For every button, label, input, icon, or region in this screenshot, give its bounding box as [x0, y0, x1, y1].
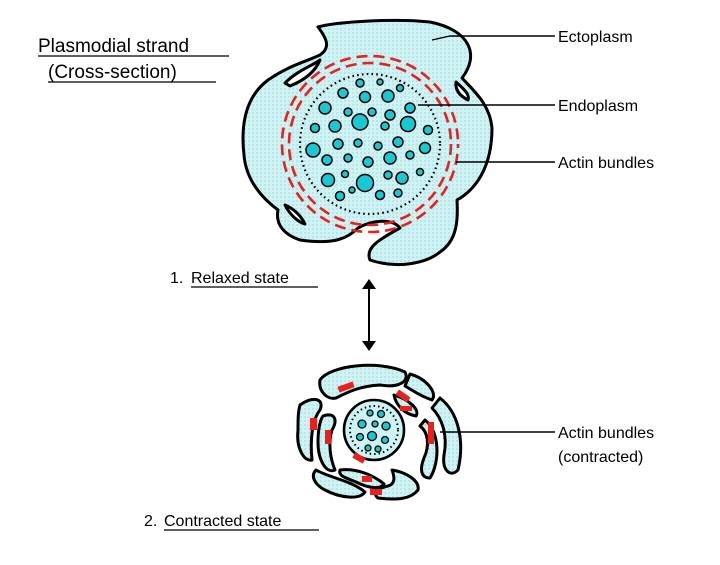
- leader-ectoplasm: [431, 35, 555, 41]
- label-actin-contracted-2: (contracted): [558, 449, 643, 466]
- relaxed-notch-bottom-left: [283, 203, 307, 226]
- relaxed-ectoplasm-shape: [241, 18, 494, 267]
- contracted-state-text: Contracted state: [164, 513, 282, 530]
- arrow-head-down: [362, 341, 376, 351]
- relaxed-state-label: 1. Relaxed state: [170, 270, 318, 288]
- transition-arrow: [362, 279, 376, 351]
- contracted-endoplasm-granules: [355, 409, 391, 453]
- relaxed-state-number: 1.: [170, 270, 183, 287]
- contracted-endoplasm-boundary: [349, 405, 399, 455]
- label-ectoplasm: Ectoplasm: [558, 29, 633, 46]
- contracted-actin-bundles: [310, 381, 434, 495]
- arrow-head-up: [362, 279, 376, 289]
- relaxed-leaders: [418, 35, 555, 163]
- title-line-1: Plasmodial strand: [38, 36, 189, 57]
- relaxed-actin-bundle-outer-2: [280, 54, 460, 234]
- label-endoplasm: Endoplasm: [558, 98, 638, 115]
- label-actin-bundles: Actin bundles: [558, 155, 654, 172]
- relaxed-notch-left: [283, 58, 322, 88]
- diagram-title: Plasmodial strand (Cross-section): [38, 36, 229, 83]
- relaxed-strand: [241, 18, 494, 267]
- relaxed-endoplasm-granules: [305, 78, 434, 202]
- contracted-state-number: 2.: [144, 513, 157, 530]
- label-actin-contracted-1: Actin bundles: [558, 425, 654, 442]
- relaxed-actin-bundle-outer: [287, 61, 453, 227]
- relaxed-state-text: Relaxed state: [191, 270, 289, 287]
- relaxed-endoplasm-boundary: [298, 72, 442, 216]
- contracted-strand: [296, 363, 463, 501]
- relaxed-notch-right: [454, 80, 470, 102]
- contracted-endoplasm-core: [342, 398, 406, 462]
- contracted-state-label: 2. Contracted state: [144, 513, 319, 531]
- title-line-2: (Cross-section): [48, 62, 177, 83]
